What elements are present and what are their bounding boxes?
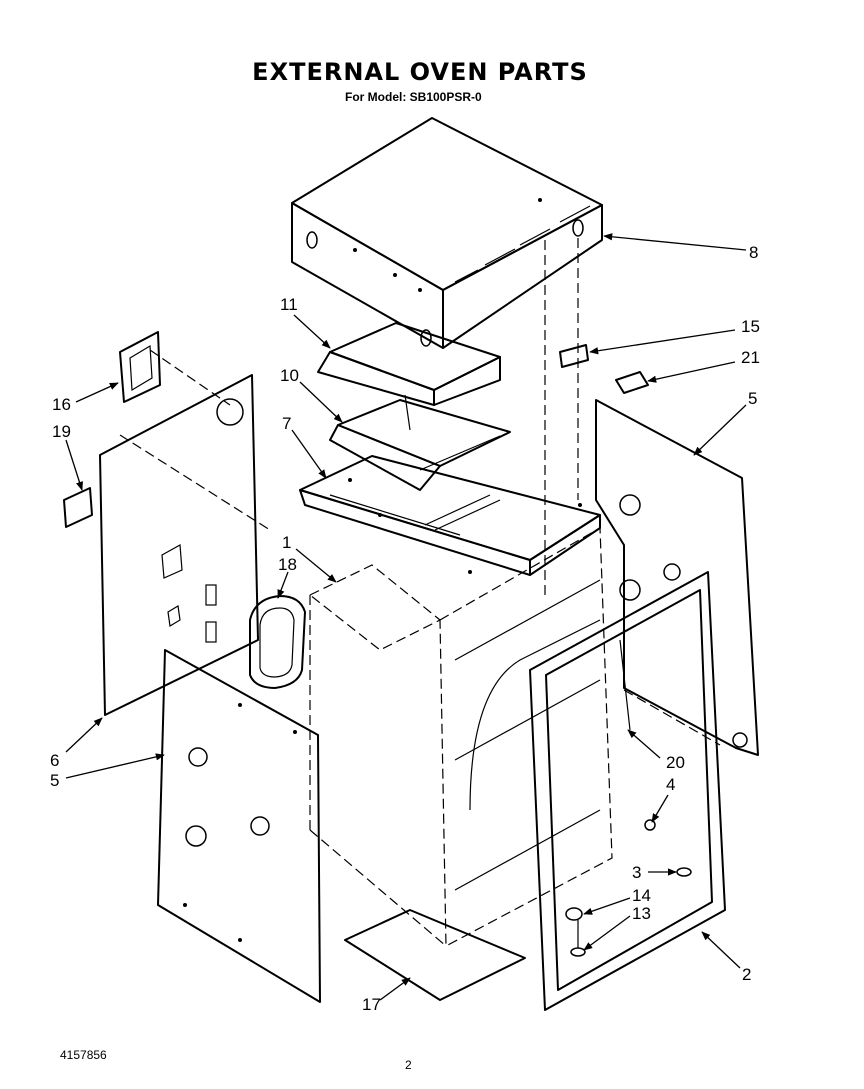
door-frame-part-2 xyxy=(529,571,726,1011)
page-number: 2 xyxy=(405,1058,412,1072)
seal-part-18 xyxy=(249,595,306,689)
screw-part-4 xyxy=(644,819,656,831)
callout-17: 17 xyxy=(362,995,381,1014)
bracket-part-16 xyxy=(119,331,161,403)
side-panel-right-part-5 xyxy=(595,399,759,756)
callout-15: 15 xyxy=(741,317,760,336)
callout-16: 16 xyxy=(52,395,71,414)
plate-part-19 xyxy=(63,487,93,528)
callout-20: 20 xyxy=(666,753,685,772)
heat-shield-part-10 xyxy=(329,399,511,491)
callout-labels: 8 11 15 21 10 16 5 19 7 1 18 6 5 20 4 3 … xyxy=(50,243,760,1014)
callout-11: 11 xyxy=(280,295,298,314)
shield-part-11 xyxy=(317,322,501,431)
oven-cavity xyxy=(308,526,613,947)
page-title: EXTERNAL OVEN PARTS xyxy=(252,58,588,86)
callout-2: 2 xyxy=(742,965,751,984)
callout-5-left: 5 xyxy=(50,771,59,790)
callout-8: 8 xyxy=(749,243,758,262)
callout-1: 1 xyxy=(282,533,291,552)
top-cover-part-8 xyxy=(291,117,603,349)
hinge-part-14 xyxy=(565,907,583,921)
callout-4: 4 xyxy=(666,775,675,794)
top-plate-part-7 xyxy=(299,455,601,576)
clip-part-21 xyxy=(615,371,649,394)
callout-13: 13 xyxy=(632,904,651,923)
leader-lines xyxy=(65,233,747,1001)
side-panel-left xyxy=(99,374,271,716)
callout-10: 10 xyxy=(280,366,299,385)
bottom-shelf-part-17 xyxy=(344,909,526,1001)
callout-6: 6 xyxy=(50,751,59,770)
callout-7: 7 xyxy=(282,414,291,433)
model-subtitle: For Model: SB100PSR-0 xyxy=(345,90,482,104)
callout-3: 3 xyxy=(632,863,641,882)
callout-14: 14 xyxy=(632,886,651,905)
callout-18: 18 xyxy=(278,555,297,574)
bolt-part-13 xyxy=(570,920,586,957)
side-panel-left-part-5 xyxy=(157,649,321,1003)
callout-5-right: 5 xyxy=(748,389,757,408)
label-part-15 xyxy=(559,344,589,368)
callout-19: 19 xyxy=(52,422,71,441)
document-number: 4157856 xyxy=(60,1048,107,1062)
callout-21: 21 xyxy=(741,348,760,367)
screw-part-3 xyxy=(676,867,692,877)
